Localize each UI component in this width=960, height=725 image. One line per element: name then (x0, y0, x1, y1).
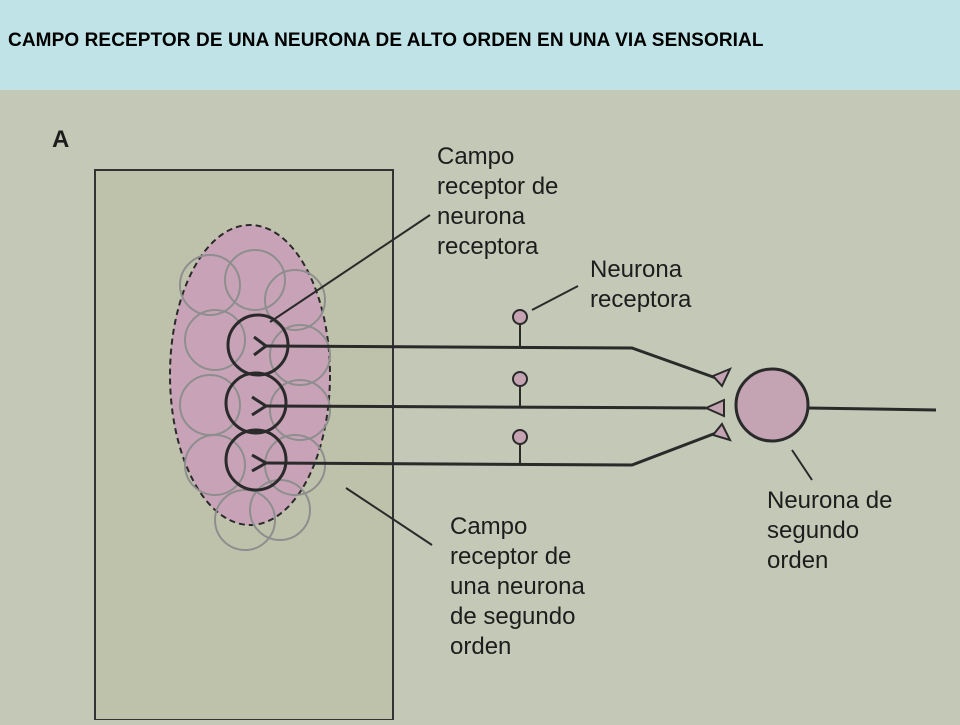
receptive-field-circle (269, 379, 331, 441)
diagram: A (0, 90, 960, 721)
axon-line-bottom (265, 431, 717, 467)
label-second-order-neuron: Neurona de segundo orden (767, 487, 899, 574)
synaptic-terminal (711, 367, 733, 388)
receptive-field-circle (179, 254, 241, 316)
receptive-field-circle (264, 269, 326, 331)
pointer-receptor-field (269, 214, 431, 323)
receptive-field-circle (224, 249, 286, 311)
label-receptor-neuron: Neurona receptora (590, 256, 692, 313)
small-receptive-fields (179, 249, 331, 551)
header-bar: CAMPO RECEPTOR DE UNA NEURONA DE ALTO OR… (0, 0, 960, 90)
receptive-field-circle (184, 434, 246, 496)
synaptic-terminals (703, 367, 733, 442)
label-second-order-field: Campo receptor de una neurona de segundo… (450, 513, 591, 660)
label-receptor-field: Campo receptor de neurona receptora (437, 143, 565, 260)
pointer-receptor-neuron (531, 285, 579, 311)
receptor-neuron-soma (512, 371, 528, 387)
second-order-neuron-soma (734, 367, 810, 443)
receptive-field-circle (269, 324, 331, 386)
receptive-field-circle (184, 309, 246, 371)
receptor-field-circle (224, 371, 288, 435)
axon-line-top (265, 344, 717, 380)
receptor-field-circle (224, 428, 288, 492)
pointer-second-order-neuron (791, 449, 813, 481)
synaptic-terminal (703, 398, 725, 418)
second-order-neuron-axon (807, 406, 937, 412)
receptor-neuron-soma (512, 309, 528, 325)
receptor-neurons (512, 309, 528, 463)
receptor-neuron-soma (512, 429, 528, 445)
receptive-field-circle (214, 489, 276, 551)
page-title: CAMPO RECEPTOR DE UNA NEURONA DE ALTO OR… (8, 30, 764, 51)
synaptic-terminal (711, 422, 732, 442)
axon-line-middle (265, 404, 707, 410)
panel-letter: A (52, 126, 69, 153)
pointer-second-order-field (345, 487, 433, 546)
diagram-svg: A (0, 90, 960, 721)
axon-lines (265, 344, 717, 467)
pointer-lines (269, 214, 813, 546)
